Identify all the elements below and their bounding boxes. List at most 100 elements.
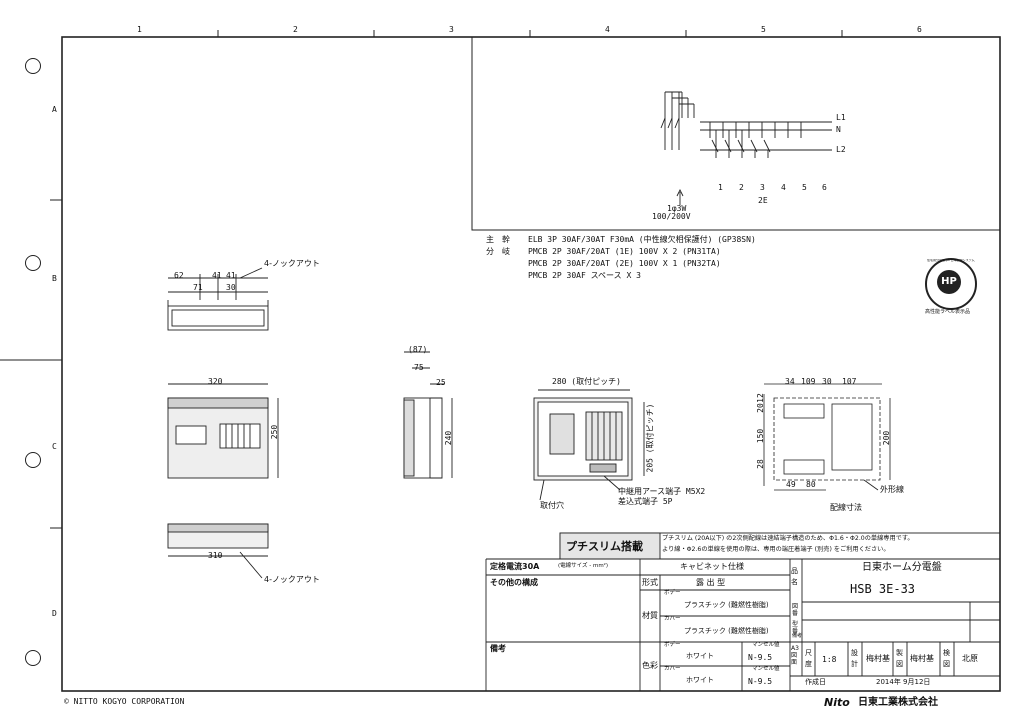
- circuit-number-3: 3: [760, 183, 765, 192]
- body-material: プラスチック (難燃性樹脂): [684, 601, 769, 609]
- grid-row-a: A: [52, 105, 57, 114]
- drafter-name: 梅村基: [910, 654, 934, 663]
- created-date-label: 作成日: [805, 678, 826, 686]
- grid-col-2: 2: [293, 25, 298, 34]
- circuit-number-6: 6: [822, 183, 827, 192]
- front-width-320: 320: [208, 377, 223, 386]
- circuit-number-5: 5: [802, 183, 807, 192]
- side-char-2: 番: [792, 610, 799, 617]
- mount-bottom-dim-49: 49: [786, 480, 796, 489]
- bus-label-l2: L2: [836, 145, 846, 154]
- mount-top-dim-30: 30: [822, 377, 832, 386]
- outline-label: 外形線: [880, 485, 904, 494]
- cover-material: プラスチック (難燃性樹脂): [684, 627, 769, 635]
- wiring-dim-caption: 配線寸法: [830, 503, 862, 512]
- top-dim-62: 62: [174, 271, 184, 280]
- created-date: 2014年 9月12日: [876, 678, 931, 686]
- side-char-3: 型: [792, 621, 799, 628]
- supply-phase: 1φ3W: [667, 204, 687, 213]
- circuit-group-label: 2E: [758, 196, 768, 205]
- bottom-width-310: 310: [208, 551, 223, 560]
- side-char-4: 番: [792, 628, 799, 635]
- top-dim-30: 30: [226, 283, 236, 292]
- side-char-6: 考: [797, 633, 803, 639]
- side-dim-87: (87): [408, 345, 428, 354]
- mount-top-dim-34: 34: [785, 377, 795, 386]
- grid-row-b: B: [52, 274, 57, 283]
- form-label: 形式: [642, 578, 658, 587]
- cover-munsell-value: N-9.5: [748, 677, 773, 686]
- mount-right-dim-200: 200: [882, 430, 892, 446]
- side-char-5: 備: [792, 633, 798, 639]
- body-material-label: ボデー: [664, 590, 681, 596]
- ground-terminal-label: 中継用アース端子 M5X2: [618, 487, 706, 496]
- side-dim-240: 240: [444, 430, 454, 446]
- petit-slim-note-1: プチスリム (20A以下) の2次側配線は速結端子構造のため、Φ1.6・Φ2.0…: [662, 535, 914, 542]
- side-char-1: 図: [792, 603, 799, 610]
- branch-breaker-label: 分 岐: [486, 247, 510, 256]
- color-label: 色彩: [642, 661, 658, 670]
- form-value: 露 出 型: [696, 578, 726, 587]
- badge-inner-seal: HP: [937, 270, 961, 294]
- supply-voltage: 100/200V: [652, 212, 691, 221]
- top-dim-41b: 41: [226, 271, 236, 280]
- grid-col-1: 1: [137, 25, 142, 34]
- front-height-250: 250: [270, 424, 280, 440]
- circuit-number-4: 4: [781, 183, 786, 192]
- scale-label: 尺度: [805, 649, 812, 668]
- inner-width-pitch: 280 (取付ピッチ): [552, 377, 621, 386]
- drafter-label: 製図: [896, 649, 903, 668]
- grid-col-6: 6: [917, 25, 922, 34]
- product-name-label: 品名: [791, 567, 798, 586]
- body-munsell-value: N-9.5: [748, 653, 773, 662]
- mount-hole-label: 取付穴: [540, 501, 564, 510]
- branch-spec-3: PMCB 2P 30AF スペース X 3: [528, 271, 641, 280]
- side-dim-25: 25: [436, 378, 446, 387]
- design-label: 設計: [851, 649, 858, 668]
- material-label: 材質: [642, 611, 658, 620]
- cover-color: ホワイト: [686, 676, 714, 684]
- company-name: 日東工業株式会社: [858, 697, 938, 708]
- mount-left-dim-12: 12: [755, 393, 765, 403]
- other-config-label: その他の構成: [490, 578, 538, 587]
- mount-left-dim-150: 150: [756, 428, 766, 444]
- cover-color-label: カバー: [664, 666, 681, 672]
- cover-material-label: カバー: [664, 616, 681, 622]
- binder-hole-1: [25, 58, 41, 74]
- plugin-terminal-label: 差込式端子 5P: [618, 497, 673, 506]
- scale-value: 1:8: [822, 655, 837, 664]
- petit-slim-title: プチスリム搭載: [566, 540, 643, 553]
- binder-hole-4: [25, 650, 41, 666]
- badge-caption: 高性能ラベル表示品: [925, 309, 971, 315]
- body-munsell-label: マンセル値: [752, 642, 780, 648]
- bottom-knockout-note: 4-ノックアウト: [264, 575, 320, 584]
- rated-current-note: (電線サイズ - mm²): [558, 563, 609, 569]
- badge-ring-text: 住宅用分電盤 JIS 日本配線システム工業会: [927, 259, 975, 262]
- checker-label: 検図: [943, 649, 950, 668]
- cabinet-spec-header: キャビネット仕様: [680, 562, 744, 571]
- mount-left-dim-20: 20: [755, 403, 765, 413]
- bus-label-l1: L1: [836, 113, 846, 122]
- mount-top-dim-107: 107: [842, 377, 857, 386]
- body-color-label: ボデー: [664, 642, 681, 648]
- product-name: 日東ホーム分電盤: [862, 562, 942, 573]
- binder-hole-3: [25, 452, 41, 468]
- petit-slim-note-2: より線・Φ2.6の単線を使用の際は、専用の端圧着端子 (別売) をご利用ください…: [662, 546, 890, 553]
- binder-hole-2: [25, 255, 41, 271]
- grid-col-5: 5: [761, 25, 766, 34]
- main-breaker-spec: ELB 3P 30AF/30AT F30mA (中性線欠相保護付) (GP38S…: [528, 235, 756, 244]
- branch-spec-1: PMCB 2P 30AF/20AT (1E) 100V X 2 (PN31TA): [528, 247, 721, 256]
- mount-left-dim-28: 28: [755, 459, 765, 469]
- mount-bottom-dim-80: 80: [806, 480, 816, 489]
- designer-name: 梅村基: [866, 654, 890, 663]
- mount-top-dim-109: 109: [801, 377, 816, 386]
- grid-row-d: D: [52, 609, 57, 618]
- circuit-number-2: 2: [739, 183, 744, 192]
- inner-height-pitch: 205 (取付ピッチ): [645, 403, 655, 473]
- notes-label: 備考: [490, 644, 506, 653]
- main-breaker-label: 主 幹: [486, 235, 510, 244]
- rated-current: 定格電流30A: [490, 562, 540, 571]
- copyright: © NITTO KOGYO CORPORATION: [64, 697, 185, 706]
- checker-name: 北原: [962, 654, 978, 663]
- company-logo: Nito: [824, 696, 850, 709]
